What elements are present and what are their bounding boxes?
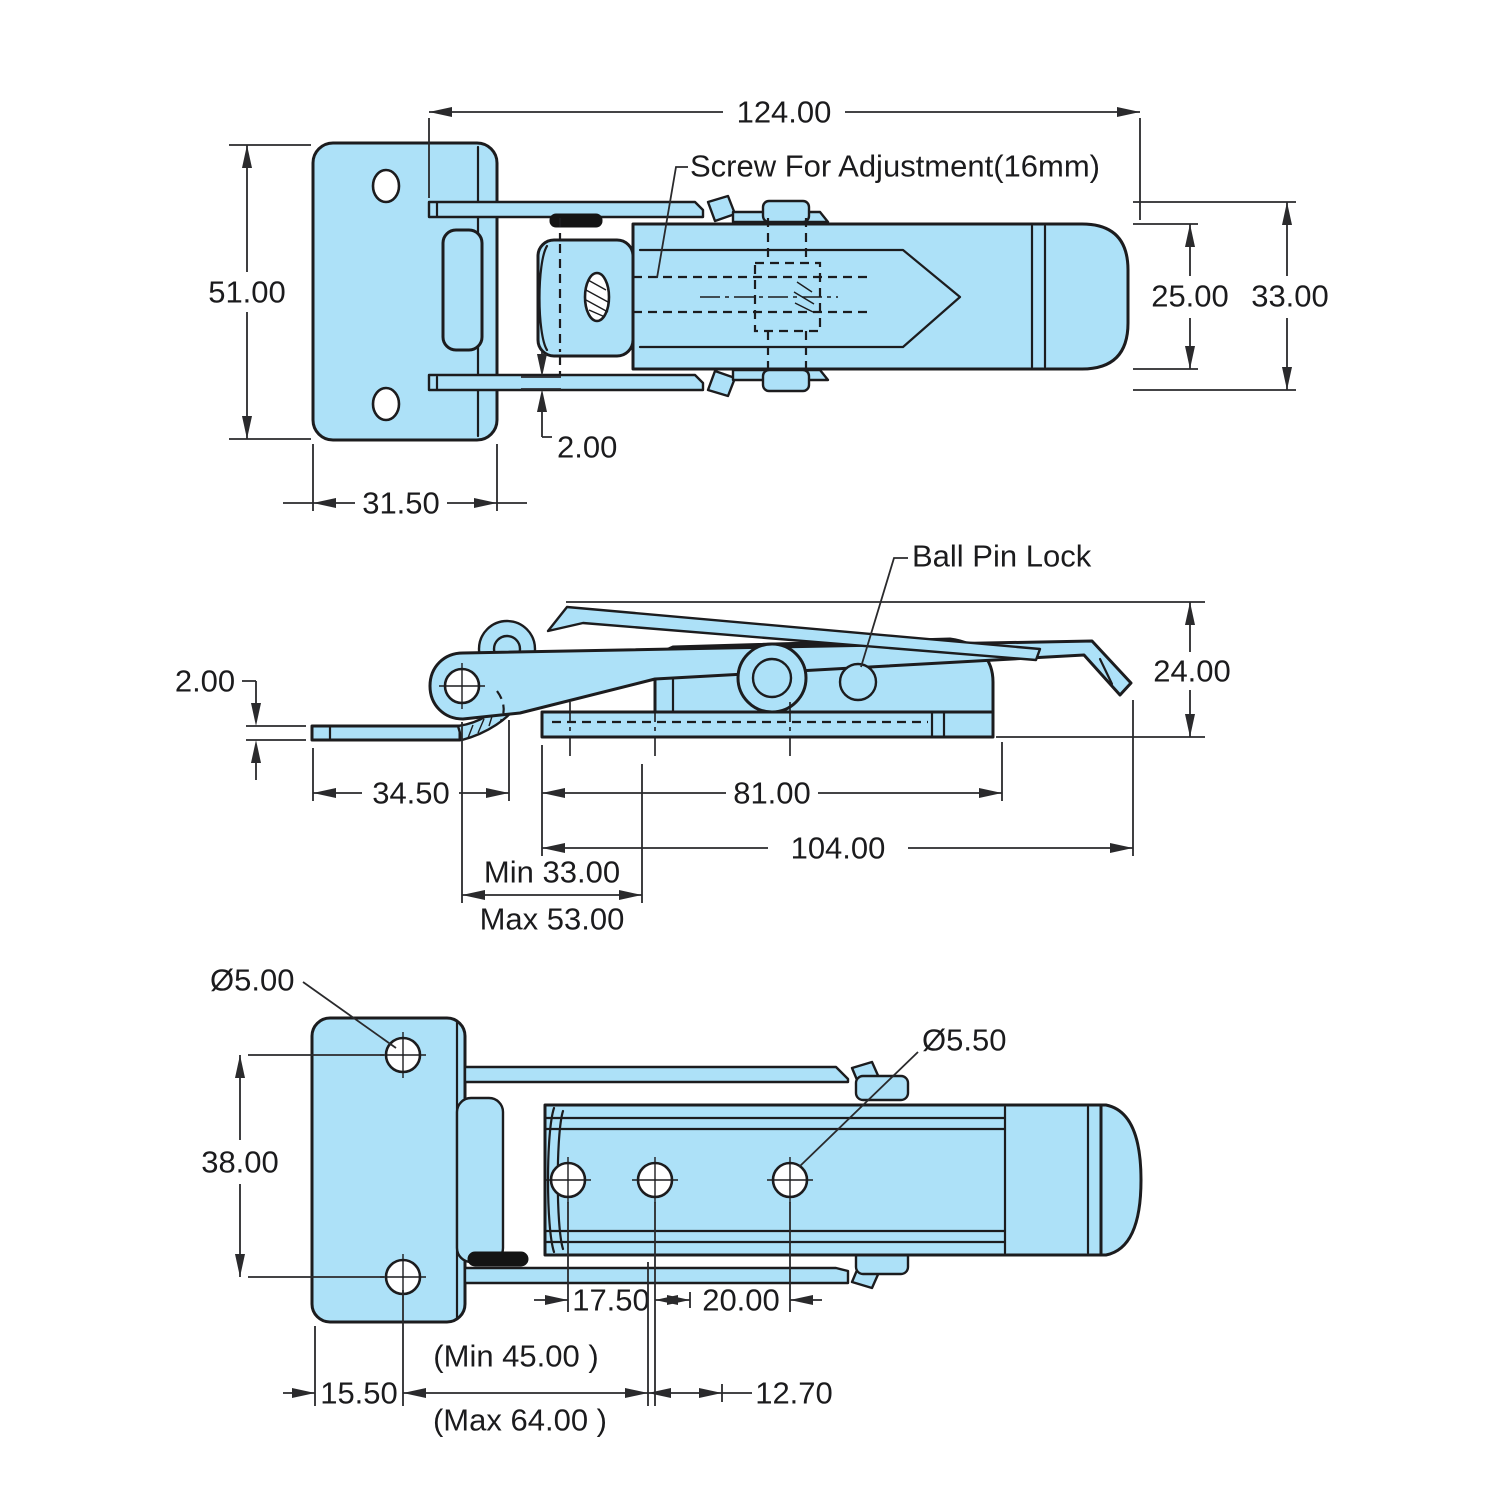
ext-lines-51 xyxy=(229,144,311,440)
dim-catch-plate-length: 34.50 xyxy=(372,776,450,811)
bottom-arm-bottom-view xyxy=(463,1266,850,1285)
ext-lines-124 xyxy=(428,118,1141,220)
handle-bevel-face xyxy=(638,248,962,349)
screw-callout-leader xyxy=(656,166,688,279)
barrel-left-cap xyxy=(538,244,549,352)
hole-centerlines-side xyxy=(569,702,791,760)
nut-hidden-legs xyxy=(766,218,808,372)
body-hole-2-cross xyxy=(632,1157,678,1203)
body-hole-1-cross xyxy=(545,1157,591,1203)
channel-edges xyxy=(543,1116,1007,1244)
dim-body-length: 81.00 xyxy=(733,776,811,811)
ext-lines-31-5 xyxy=(312,444,498,511)
lever-handle-top xyxy=(631,222,1130,371)
top-view-dimensions: 124.00 51.00 31.50 2.00 25.00 33.00 Scre… xyxy=(208,95,1329,521)
screw-hidden-lines xyxy=(633,275,872,314)
rubber-pad-bottom-view xyxy=(467,1251,529,1267)
hinge-block xyxy=(441,228,484,352)
callout-plate-hole-dia: Ø5.00 xyxy=(210,963,294,998)
side-view: 2.00 34.50 81.00 104.00 Min 33.00 Max 53… xyxy=(175,539,1231,937)
body-hole-3-cross xyxy=(767,1157,813,1203)
nut-tab-top xyxy=(761,199,811,224)
ext-lines-minmax xyxy=(461,722,643,903)
base-plate-side xyxy=(540,710,995,739)
side-view-part xyxy=(310,605,1133,760)
side-view-dimensions: 2.00 34.50 81.00 104.00 Min 33.00 Max 53… xyxy=(175,539,1231,937)
dim-hole-pitch-3: 12.70 xyxy=(755,1376,833,1411)
dim-max-span: (Max 64.00 ) xyxy=(433,1403,607,1438)
plate-hole-upper xyxy=(371,168,401,204)
dim-min-reach: Min 33.00 xyxy=(484,855,620,890)
top-view: 124.00 51.00 31.50 2.00 25.00 33.00 Scre… xyxy=(208,95,1329,521)
dim-thickness-lines xyxy=(242,680,306,780)
catch-strip-side xyxy=(310,724,462,742)
bottom-view-part xyxy=(310,1016,1143,1324)
ext-lines-24 xyxy=(566,601,1205,738)
dim-plate-width: 31.50 xyxy=(362,486,440,521)
bottom-arm xyxy=(427,373,705,392)
ext-lines-holes xyxy=(567,1202,791,1406)
handle-cap-bottom xyxy=(1099,1103,1143,1257)
dim-max-reach: Max 53.00 xyxy=(480,902,625,937)
thread-hatch xyxy=(585,279,609,318)
dim-hole-pitch-2: 20.00 xyxy=(702,1283,780,1318)
top-arm-bottom-view xyxy=(463,1065,850,1084)
leader-dia-5 xyxy=(302,981,397,1049)
lever-tip-edge xyxy=(1098,657,1114,686)
pivot-crosshair xyxy=(439,663,485,709)
bottom-view-dimensions: Ø5.00 Ø5.50 38.00 17.50 20.00 15.50 (Min… xyxy=(201,963,1006,1438)
ball-pin-leader xyxy=(860,557,908,668)
leader-dia-5-5 xyxy=(798,1051,919,1168)
ext-lines-38 xyxy=(248,1054,384,1278)
ext-lines-25 xyxy=(1133,223,1198,370)
dim-plate-hole-spacing: 38.00 xyxy=(201,1145,279,1180)
dim-min-span: (Min 45.00 ) xyxy=(433,1339,598,1374)
rivet-inner xyxy=(751,657,793,699)
dim-hole-pitch-1: 17.50 xyxy=(572,1283,650,1318)
ext-lines-81 xyxy=(541,742,1003,856)
dim-plate-thickness: 2.00 xyxy=(175,664,235,699)
top-view-part xyxy=(311,141,1130,442)
plate-hole-lower xyxy=(371,386,401,422)
top-arm xyxy=(427,200,705,219)
callout-ball-pin-lock: Ball Pin Lock xyxy=(912,539,1092,574)
nut-tab-bottom xyxy=(761,368,811,393)
rubber-pad-top-view xyxy=(549,213,603,228)
ext-lines-33 xyxy=(1133,201,1296,391)
ext-lines-lower xyxy=(314,1262,723,1406)
dim-overall-width: 33.00 xyxy=(1251,279,1329,314)
dim-overall-length: 124.00 xyxy=(737,95,832,130)
dim-edge-to-hole: 15.50 xyxy=(320,1376,398,1411)
latch-body-bottom xyxy=(543,1103,1103,1257)
flat-spring-plate xyxy=(546,605,1042,662)
hidden-hook-arc xyxy=(496,690,505,722)
dim-plate-height: 51.00 xyxy=(208,275,286,310)
screw-end-hatch xyxy=(793,281,815,313)
plate-hole-1-cross xyxy=(380,1032,426,1078)
dim-height: 24.00 xyxy=(1153,654,1231,689)
dim-handle-width: 25.00 xyxy=(1151,279,1229,314)
dim-gap: 2.00 xyxy=(557,430,617,465)
callout-body-hole-dia: Ø5.50 xyxy=(922,1023,1006,1058)
hinge-block-bottom xyxy=(455,1096,505,1264)
ball-pin-hole xyxy=(838,662,878,702)
dim-total-length: 104.00 xyxy=(791,831,886,866)
callout-screw-adjustment: Screw For Adjustment(16mm) xyxy=(690,149,1100,184)
bottom-view: Ø5.00 Ø5.50 38.00 17.50 20.00 15.50 (Min… xyxy=(201,963,1143,1438)
